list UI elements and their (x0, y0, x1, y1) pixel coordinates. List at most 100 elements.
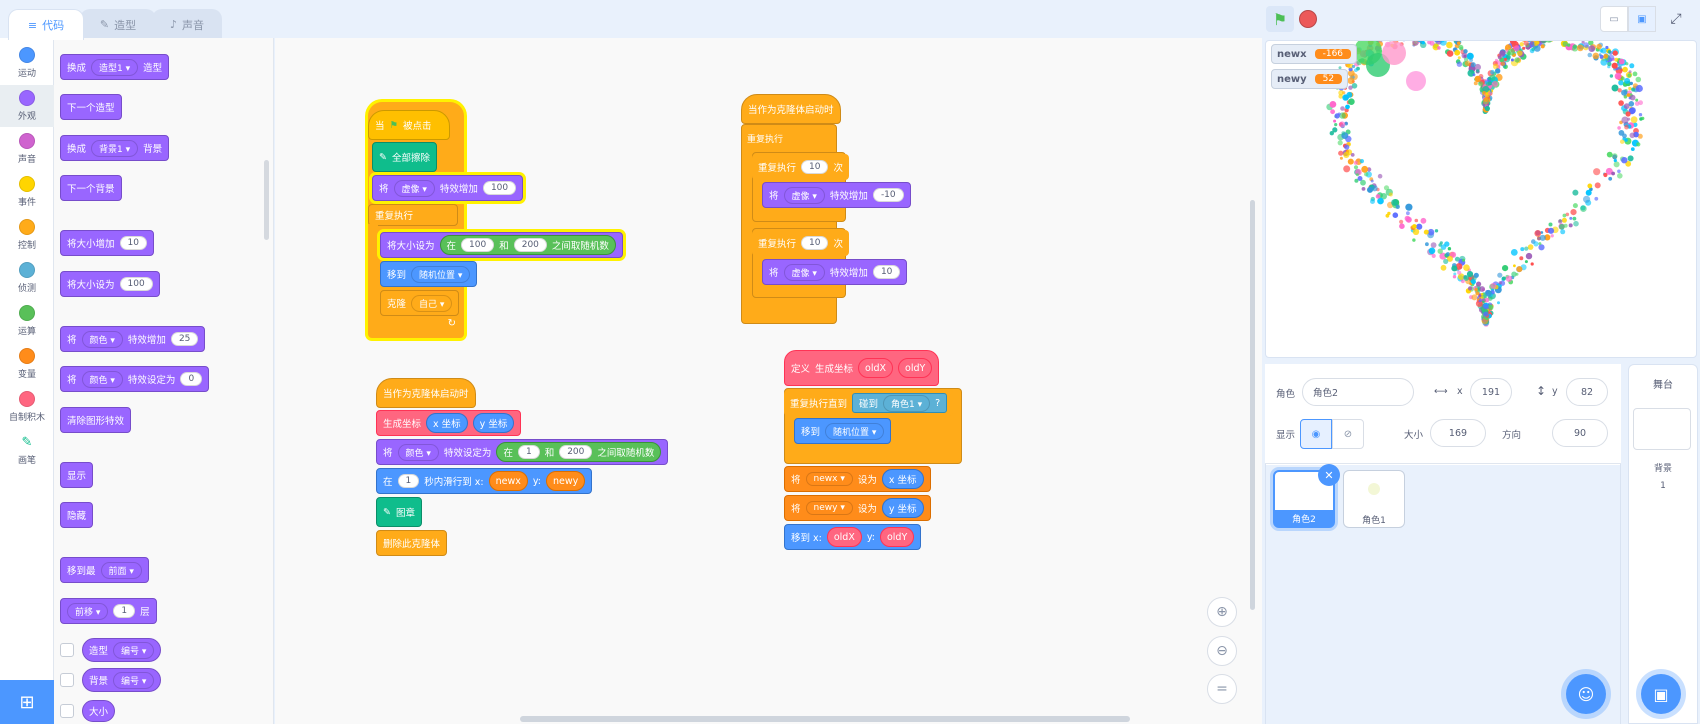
size-reporter[interactable]: 大小 (82, 700, 116, 722)
oldx-reporter[interactable]: oldX (826, 527, 862, 547)
number-input[interactable]: 1 (113, 604, 136, 618)
newx-reporter[interactable]: newx (488, 471, 528, 491)
zoom-in-button[interactable]: ⊕ (1207, 597, 1237, 627)
category-sensing[interactable]: 侦测 (0, 257, 54, 299)
category-looks[interactable]: 外观 (0, 85, 54, 127)
y-position-reporter[interactable]: y 坐标 (472, 413, 515, 433)
stage-thumbnail[interactable] (1633, 408, 1691, 450)
effect-dropdown[interactable]: 虚像 (783, 186, 825, 204)
next-costume-block[interactable]: 下一个造型 (60, 94, 122, 120)
clear-effects-block[interactable]: 清除图形特效 (60, 407, 132, 433)
number-input[interactable]: 100 (119, 277, 153, 291)
set-effect-block[interactable]: 将颜色特效设定为0 (60, 366, 210, 392)
y-position-reporter[interactable]: y 坐标 (881, 498, 924, 518)
number-dropdown[interactable]: 编号 (113, 671, 155, 689)
green-flag-button[interactable]: ⚑ (1266, 6, 1294, 32)
x-position-reporter[interactable]: x 坐标 (881, 469, 924, 489)
number-input[interactable]: 25 (170, 332, 199, 346)
add-extension-button[interactable]: ⊞ (0, 680, 54, 724)
number-input[interactable]: 10 (801, 236, 829, 250)
direction-dropdown[interactable]: 前移 (67, 602, 109, 620)
change-effect-block[interactable]: 将颜色特效增加25 (60, 326, 206, 352)
tab-code[interactable]: ≡ 代码 (8, 9, 84, 40)
create-clone-block[interactable]: 克隆自己 (380, 290, 460, 316)
next-backdrop-block[interactable]: 下一个背景 (60, 175, 122, 201)
backdrop-monitor-checkbox[interactable] (60, 673, 74, 687)
backdrop-dropdown[interactable]: 背景1 (91, 139, 139, 157)
variable-dropdown[interactable]: newy (805, 501, 853, 515)
set-color-effect-block[interactable]: 将颜色特效设定为在1和200之间取随机数 (376, 439, 669, 465)
sprite-dropdown[interactable]: 角色1 (883, 394, 931, 412)
zoom-reset-button[interactable]: = (1207, 674, 1237, 704)
category-motion[interactable]: 运动 (0, 42, 54, 84)
forever-block[interactable]: 重复执行 (368, 204, 458, 226)
large-stage-button[interactable]: ▣ (1628, 6, 1656, 32)
category-control[interactable]: 控制 (0, 214, 54, 256)
oldx-param[interactable]: oldX (858, 358, 894, 378)
sprite-name-input[interactable]: 角色2 (1302, 378, 1414, 406)
number-input[interactable]: 100 (482, 181, 517, 195)
goto-random-block[interactable]: 移到随机位置 (380, 261, 478, 287)
variable-dropdown[interactable]: newx (805, 472, 853, 486)
switch-backdrop-block[interactable]: 换成背景1背景 (60, 135, 170, 161)
category-sound[interactable]: 声音 (0, 128, 54, 170)
number-input[interactable]: 1 (517, 445, 540, 459)
number-input[interactable]: 0 (180, 372, 203, 386)
palette-scrollbar[interactable] (264, 160, 269, 240)
size-input[interactable]: 169 (1430, 419, 1486, 447)
show-block[interactable]: 显示 (60, 462, 94, 488)
category-operators[interactable]: 运算 (0, 300, 54, 342)
number-input[interactable]: 200 (513, 238, 547, 252)
number-input[interactable]: 10 (872, 265, 901, 279)
stop-button[interactable] (1299, 10, 1317, 28)
when-clone-starts-block[interactable]: 当作为克隆体启动时 (376, 378, 476, 408)
number-input[interactable]: 200 (559, 445, 593, 459)
goto-random-block-2[interactable]: 移到随机位置 (794, 418, 892, 444)
change-ghost-effect-block[interactable]: 将虚像特效增加100 (372, 175, 524, 201)
delete-clone-block[interactable]: 删除此克隆体 (376, 530, 448, 556)
x-input[interactable]: 191 (1470, 378, 1512, 406)
size-monitor-checkbox[interactable] (60, 704, 74, 718)
effect-dropdown[interactable]: 虚像 (783, 263, 825, 281)
tab-costumes[interactable]: ✎ 造型 (80, 9, 156, 39)
x-position-reporter[interactable]: x 坐标 (426, 413, 468, 433)
category-pen[interactable]: ✎画笔 (0, 429, 54, 471)
category-variables[interactable]: 变量 (0, 343, 54, 385)
clone-dropdown[interactable]: 自己 (411, 294, 453, 312)
number-input[interactable]: 10 (801, 160, 829, 174)
costume-monitor-checkbox[interactable] (60, 643, 74, 657)
stamp-block[interactable]: ✎图章 (376, 497, 422, 527)
show-sprite-button[interactable]: ◉ (1300, 419, 1332, 449)
horizontal-scrollbar[interactable] (520, 716, 1130, 722)
costume-number-reporter[interactable]: 造型编号 (82, 638, 162, 662)
oldy-param[interactable]: oldY (898, 358, 933, 378)
switch-costume-block[interactable]: 换成造型1造型 (60, 54, 170, 80)
direction-input[interactable]: 90 (1552, 419, 1608, 447)
vertical-scrollbar[interactable] (1250, 200, 1255, 610)
hide-sprite-button[interactable]: ⊘ (1332, 419, 1364, 449)
erase-all-block[interactable]: ✎全部擦除 (372, 142, 437, 172)
change-ghost-block-2[interactable]: 将虚像特效增加10 (762, 259, 908, 285)
effect-dropdown[interactable]: 虚像 (393, 179, 435, 197)
costume-dropdown[interactable]: 造型1 (91, 58, 139, 76)
position-dropdown[interactable]: 随机位置 (411, 265, 471, 283)
category-myblocks[interactable]: 自制积木 (0, 386, 54, 428)
fullscreen-button[interactable]: ⤢ (1662, 6, 1690, 32)
number-input[interactable]: -10 (872, 188, 904, 202)
effect-dropdown[interactable]: 颜色 (397, 443, 439, 461)
small-stage-button[interactable]: ▭ (1600, 6, 1628, 32)
oldy-reporter[interactable]: oldY (879, 527, 915, 547)
position-dropdown[interactable]: 随机位置 (825, 422, 885, 440)
number-input[interactable]: 1 (397, 474, 420, 488)
when-flag-clicked-block[interactable]: 当⚑被点击 (368, 110, 450, 140)
